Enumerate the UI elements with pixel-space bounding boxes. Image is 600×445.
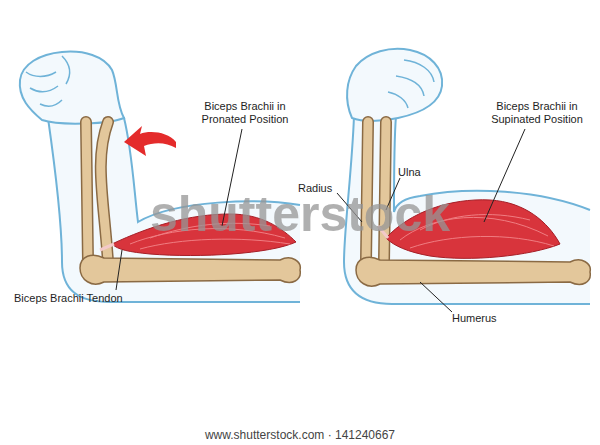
fist-outline xyxy=(20,52,124,124)
finger-lines xyxy=(388,60,434,108)
right-arm xyxy=(344,49,590,304)
finger-lines xyxy=(26,56,69,106)
rotation-arrow xyxy=(124,126,176,156)
bone-label: Ulna xyxy=(398,166,438,179)
leader-line xyxy=(116,250,122,290)
muscle-label: Biceps Brachii in Supinated Position xyxy=(478,100,596,126)
leader-line xyxy=(420,282,452,312)
humerus-bone xyxy=(80,255,300,284)
watermark: shutterstock xyxy=(120,186,480,242)
forearm-bone xyxy=(101,122,108,262)
leader-line xyxy=(484,129,525,222)
left-arm xyxy=(20,52,300,302)
forearm-bone xyxy=(86,122,88,262)
bone-label: Humerus xyxy=(452,312,522,325)
forearm-bone xyxy=(86,122,88,262)
humerus-bone xyxy=(356,257,590,286)
muscle-label: Biceps Brachii in Pronated Position xyxy=(190,100,300,126)
forearm-bone xyxy=(101,122,108,262)
watermark-url: www.shutterstock.com · 141240667 xyxy=(0,428,600,442)
leader-lines xyxy=(116,129,525,312)
fist-outline xyxy=(347,49,442,121)
biceps-tendon xyxy=(100,244,114,250)
tendon-label: Biceps Brachii Tendon xyxy=(14,292,144,305)
